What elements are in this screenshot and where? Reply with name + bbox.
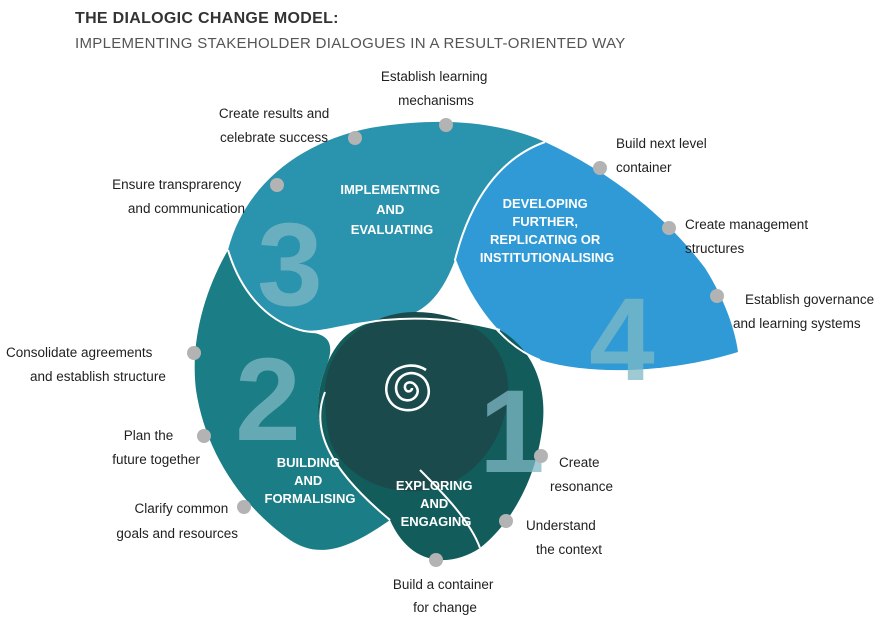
step-dot [187, 346, 201, 360]
stage-2-label: BUILDING AND FORMALISING [265, 455, 356, 506]
stage-4-number: 4 [589, 274, 655, 406]
step-markers [187, 118, 724, 567]
stage-4-label: DEVELOPING FURTHER, REPLICATING OR INSTI… [480, 196, 614, 265]
step-establish-learning: Establish learning mechanisms [381, 69, 491, 108]
step-clarify-goals: Clarify common goals and resources [116, 501, 238, 541]
step-consolidate-agreements: Consolidate agreements and establish str… [6, 345, 166, 384]
step-create-management: Create management structures [685, 217, 812, 256]
step-create-results: Create results and celebrate success [219, 106, 333, 145]
step-dot [270, 178, 284, 192]
stage-2-segment [194, 250, 390, 550]
step-dot [429, 553, 443, 567]
step-dot [534, 449, 548, 463]
spiral-core [325, 312, 509, 492]
step-understand-context: Understand the context [526, 518, 602, 557]
stage-2-number: 2 [235, 334, 301, 466]
diagram-title: THE DIALOGIC CHANGE MODEL: [75, 10, 339, 27]
step-establish-governance: Establish governance and learning system… [733, 292, 878, 331]
step-create-resonance: Create resonance [550, 455, 613, 494]
diagram-subtitle: IMPLEMENTING STAKEHOLDER DIALOGUES IN A … [75, 35, 626, 52]
stage-3-number: 3 [257, 199, 323, 331]
step-dot [197, 429, 211, 443]
segment-dividers [227, 141, 546, 549]
stage-3-segment [228, 121, 545, 331]
step-dot [348, 131, 362, 145]
stage-1-label: EXPLORING AND ENGAGING [396, 478, 476, 529]
step-dot [439, 118, 453, 132]
step-ensure-transparency: Ensure transprarency and communication [112, 177, 245, 216]
step-build-container: Build a container for change [393, 577, 497, 615]
step-dot [237, 500, 251, 514]
step-dot [710, 289, 724, 303]
step-dot [662, 221, 676, 235]
stage-3-label: IMPLEMENTING AND EVALUATING [340, 182, 443, 237]
stage-1-number: 1 [479, 366, 545, 498]
step-dot [593, 161, 607, 175]
step-plan-future: Plan the future together [112, 428, 200, 467]
step-build-next-level: Build next level container [616, 136, 711, 175]
step-dot [499, 514, 513, 528]
stage-4-segment [455, 142, 738, 371]
spiral-swirl [385, 364, 431, 412]
